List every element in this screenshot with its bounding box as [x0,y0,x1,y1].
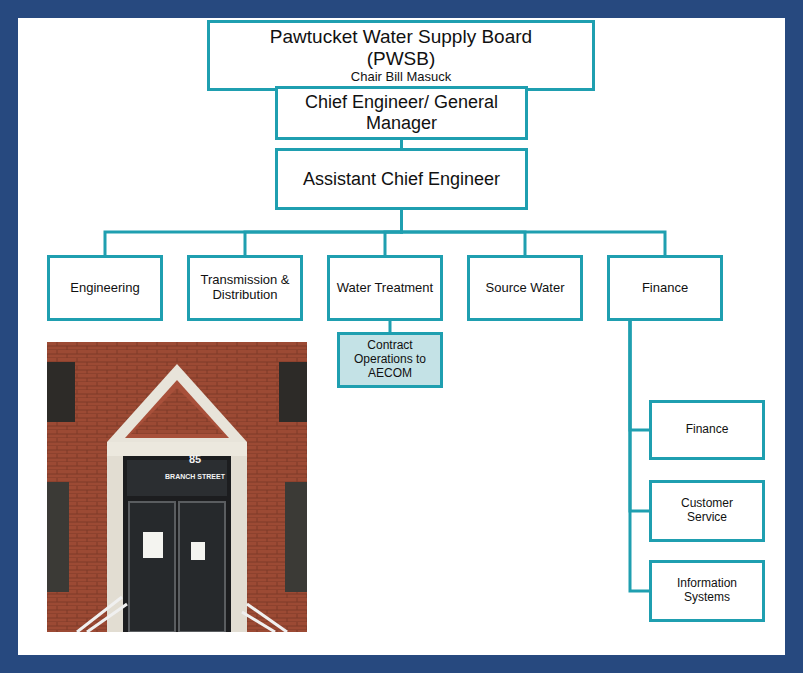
unit-box: Customer Service [649,480,765,542]
department-box: Source Water [467,255,583,321]
node-title: Pawtucket Water Supply Board (PWSB) [256,26,546,70]
node-title: Assistant Chief Engineer [303,169,500,190]
manager-box: Chief Engineer/ General Manager [275,86,528,140]
node-title: Source Water [486,281,565,296]
node-title: Finance [642,281,688,296]
node-title: Information Systems [667,577,747,605]
org-connector [630,321,649,511]
node-title: Water Treatment [337,281,433,296]
org-connector [245,210,402,255]
department-box: Water Treatment [327,255,443,321]
node-title: Contract Operations to AECOM [346,339,434,380]
node-title: Transmission & Distribution [196,273,294,303]
assistant-box: Assistant Chief Engineer [275,148,528,210]
unit-box: Finance [649,400,765,460]
contract-box: Contract Operations to AECOM [337,332,443,388]
org-connector [402,210,666,255]
sign-text: BRANCH STREET [165,473,225,480]
board-box: Pawtucket Water Supply Board (PWSB)Chair… [207,20,595,91]
org-connector [400,140,403,148]
department-box: Engineering [47,255,163,321]
node-title: Customer Service [667,497,747,525]
node-title: Finance [686,423,729,437]
sign-text: 85 [189,453,201,465]
node-subtitle: Chair Bill Masuck [351,70,451,85]
department-box: Finance [607,255,723,321]
node-title: Engineering [70,281,139,296]
node-title: Chief Engineer/ General Manager [302,92,502,133]
org-connector [389,321,392,332]
unit-box: Information Systems [649,560,765,622]
org-connector [630,321,649,591]
org-connector [105,210,402,255]
department-box: Transmission & Distribution [187,255,303,321]
building-photo [47,342,307,632]
org-connector [630,321,649,430]
org-connector [385,210,402,255]
